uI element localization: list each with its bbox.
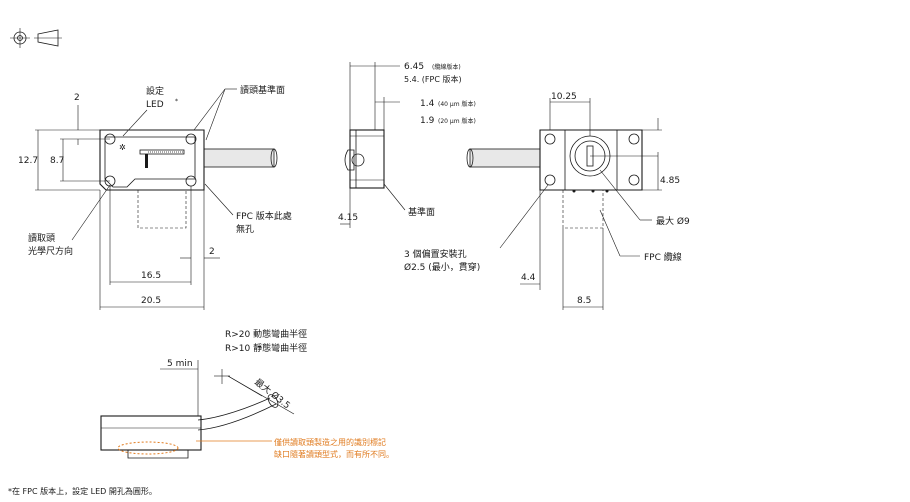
max-diameter-label: 最大 Ø9 bbox=[656, 215, 690, 227]
bend-view-drawing bbox=[100, 360, 295, 459]
side-dim-6-45: 6.45 bbox=[404, 62, 424, 72]
led-label: 設定 bbox=[146, 85, 164, 97]
fpc-note-1: FPC 版本此處 bbox=[236, 210, 292, 222]
projection-symbol-icon bbox=[10, 28, 62, 48]
footnote: *在 FPC 版本上，設定 LED 開孔為圓形。 bbox=[8, 486, 157, 496]
dim-2-right: 2 bbox=[209, 247, 215, 257]
dim-12-7: 12.7 bbox=[18, 156, 38, 166]
rear-dim-4-4: 4.4 bbox=[521, 273, 536, 283]
reference-surface-label: 讀頭基準面 bbox=[240, 84, 285, 96]
side-dim-1-9-note: (20 μm 版本) bbox=[438, 117, 476, 125]
top-view-drawing: ✲ bbox=[35, 88, 278, 310]
rear-dim-4-85: 4.85 bbox=[660, 176, 680, 186]
static-bend-radius: R>10 靜態彎曲半徑 bbox=[225, 342, 307, 354]
led-label-2: LED bbox=[146, 100, 164, 110]
side-dim-4-15: 4.15 bbox=[338, 213, 358, 223]
led-symbol: ✲ bbox=[119, 143, 126, 152]
orange-note-1: 僅供讀取頭製造之用的識別標記 bbox=[274, 437, 386, 447]
side-dim-1-9: 1.9 bbox=[420, 116, 435, 126]
fpc-note-2: 無孔 bbox=[236, 223, 254, 235]
led-footnote-mark: * bbox=[175, 98, 178, 105]
side-dim-1-4: 1.4 bbox=[420, 99, 435, 109]
direction-label-1: 讀取頭 bbox=[28, 232, 55, 244]
rear-view-drawing bbox=[466, 98, 662, 310]
side-dim-5-4: 5.4. (FPC 版本) bbox=[404, 74, 462, 84]
base-surface-label: 基準面 bbox=[408, 206, 435, 218]
min-length-label: 5 min bbox=[167, 359, 193, 369]
fpc-cable-label: FPC 纜線 bbox=[644, 251, 682, 263]
rear-dim-10-25: 10.25 bbox=[551, 92, 577, 102]
direction-label-2: 光學尺方向 bbox=[28, 245, 73, 257]
side-view-drawing bbox=[340, 62, 406, 228]
dim-2-top: 2 bbox=[74, 93, 80, 103]
mounting-holes-spec: Ø2.5 (最小，貫穿) bbox=[404, 261, 480, 273]
mounting-holes-label: 3 個偏置安裝孔 bbox=[404, 248, 467, 260]
side-dim-6-45-note: (纜線版本) bbox=[432, 63, 461, 71]
dim-20-5: 20.5 bbox=[141, 296, 161, 306]
side-dim-1-4-note: (40 μm 版本) bbox=[438, 100, 476, 108]
orange-note-2: 缺口隨著讀頭型式，而有所不同。 bbox=[274, 449, 394, 459]
dynamic-bend-radius: R>20 動態彎曲半徑 bbox=[225, 328, 307, 340]
dim-16-5: 16.5 bbox=[141, 271, 161, 281]
dim-8-7: 8.7 bbox=[50, 156, 64, 166]
rear-dim-8-5: 8.5 bbox=[577, 296, 591, 306]
